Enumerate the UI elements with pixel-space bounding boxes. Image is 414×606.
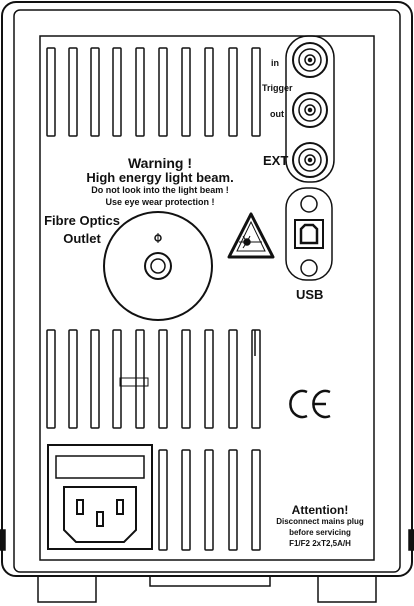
usb-screw-top bbox=[300, 195, 318, 213]
iec-power-inlet-icon[interactable] bbox=[47, 444, 153, 550]
ce-mark-icon bbox=[289, 389, 331, 419]
laser-warning-icon bbox=[227, 212, 275, 259]
usb-bracket bbox=[285, 187, 333, 281]
bnc-connector-icon[interactable] bbox=[292, 42, 328, 78]
fibre-outlet-label: Outlet bbox=[63, 231, 101, 246]
fibre-optics-label: Fibre Optics bbox=[44, 213, 120, 228]
bnc-connector-bracket bbox=[285, 35, 335, 183]
attention-title: Attention! bbox=[291, 503, 349, 517]
trigger-label: Trigger bbox=[262, 83, 293, 93]
usb-label: USB bbox=[296, 287, 324, 302]
ext-label: EXT bbox=[263, 153, 289, 168]
attention-line-1: Disconnect mains plug bbox=[276, 517, 364, 526]
rear-panel bbox=[39, 35, 375, 561]
bnc-connector-icon[interactable] bbox=[292, 142, 328, 178]
warning-line-1: Do not look into the light beam ! bbox=[91, 185, 229, 195]
trigger-out-label: out bbox=[270, 109, 284, 119]
side-latch-left bbox=[0, 529, 6, 551]
attention-line-2: before servicing bbox=[289, 528, 351, 537]
attention-line-3: F1/F2 2xT2,5A/H bbox=[289, 539, 351, 548]
side-latch-right bbox=[408, 529, 414, 551]
usb-b-port-icon[interactable] bbox=[294, 219, 324, 249]
housing-inner bbox=[13, 9, 401, 573]
upper-ventilation-slots bbox=[46, 47, 261, 137]
bnc-connector-icon[interactable] bbox=[292, 92, 328, 128]
warning-title: Warning ! bbox=[127, 155, 193, 171]
trigger-in-label: in bbox=[271, 58, 279, 68]
lower-ventilation-slots bbox=[46, 329, 261, 551]
warning-subtitle: High energy light beam. bbox=[86, 170, 234, 185]
usb-screw-bottom bbox=[300, 259, 318, 277]
warning-line-2: Use eye wear protection ! bbox=[105, 197, 215, 207]
fibre-optic-outlet-icon[interactable] bbox=[103, 211, 213, 321]
